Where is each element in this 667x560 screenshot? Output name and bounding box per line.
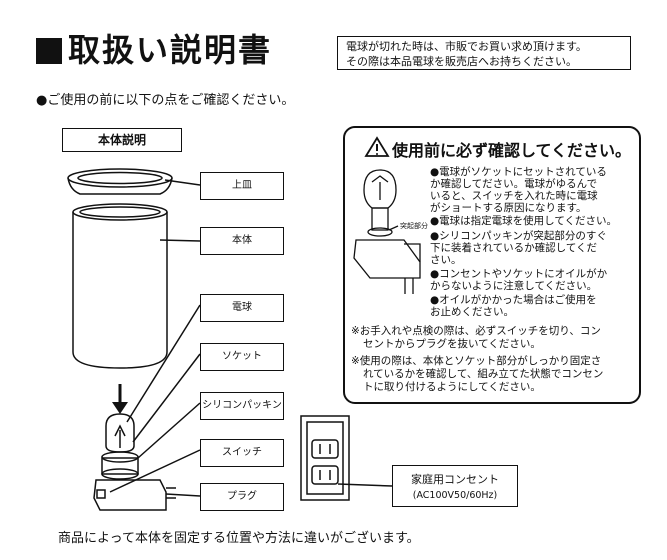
caution-bullet-2: ●電球は指定電球を使用してください。 bbox=[430, 215, 618, 227]
caution-bullet-1: ●電球がソケットにセットされているか確認してださい。電球がゆるんでいると、スイッ… bbox=[430, 166, 607, 214]
bulb-note-line2: その際は本品電球を販売店へお持ちください。 bbox=[346, 55, 577, 68]
socket-illustration bbox=[101, 451, 139, 480]
caution-note-2: ※使用の際は、本体とソケット部分がしっかり固定されているかを確認して、組み立てた… bbox=[351, 355, 604, 393]
outlet-illustration bbox=[300, 415, 393, 501]
body-illustration bbox=[72, 203, 168, 369]
page-title: 取扱い説明書 bbox=[36, 30, 272, 70]
plug-base-illustration bbox=[93, 479, 176, 511]
caution-bulb-illustration bbox=[353, 169, 421, 294]
part-label-socket: ソケット bbox=[200, 343, 284, 371]
part-label-switch: スイッチ bbox=[200, 439, 284, 467]
outlet-label: 家庭用コンセント bbox=[411, 473, 499, 486]
down-arrow-icon bbox=[112, 402, 128, 414]
part-label-plug: プラグ bbox=[200, 483, 284, 511]
part-label-body: 本体 bbox=[200, 227, 284, 255]
part-label-bulb: 電球 bbox=[200, 294, 284, 322]
caution-note-1: ※お手入れや点検の際は、必ずスイッチを切り、コンセントからプラグを抜いてください… bbox=[351, 325, 601, 350]
footer-note: 商品によって本体を固定する位置や方法に違いがございます。 bbox=[58, 531, 420, 546]
part-label-gasket: シリコンパッキン bbox=[200, 392, 284, 420]
page-title-text: 取扱い説明書 bbox=[68, 31, 273, 69]
square-icon bbox=[36, 38, 62, 64]
body-description-label: 本体説明 bbox=[62, 128, 182, 152]
bulb-note-line1: 電球が切れた時は、市販でお買い求め頂けます。 bbox=[346, 40, 587, 53]
bulb-illustration bbox=[105, 413, 135, 453]
part-label-top-dish: 上皿 bbox=[200, 172, 284, 200]
bulb-replacement-note: 電球が切れた時は、市販でお買い求め頂けます。 その際は本品電球を販売店へお持ちく… bbox=[337, 36, 631, 70]
protrusion-label: 突起部分 bbox=[400, 222, 428, 230]
outlet-label-box: 家庭用コンセント (AC100V50/60Hz) bbox=[392, 465, 518, 507]
caution-bullet-4: ●コンセントやソケットにオイルがかからないように注意してください。 bbox=[430, 268, 608, 292]
intro-text: ●ご使用の前に以下の点をご確認ください。 bbox=[36, 93, 295, 108]
caution-bullet-5: ●オイルがかかった場合はご使用をお止めください。 bbox=[430, 294, 597, 318]
warning-triangle-icon bbox=[364, 136, 390, 157]
outlet-spec: (AC100V50/60Hz) bbox=[412, 490, 498, 501]
caution-panel bbox=[343, 126, 641, 404]
caution-title: 使用前に必ず確認してください。 bbox=[392, 141, 632, 160]
caution-bullet-3: ●シリコンパッキンが突起部分のすぐ下に装着されているか確認してください。 bbox=[430, 230, 607, 266]
top-dish-illustration bbox=[67, 168, 173, 195]
